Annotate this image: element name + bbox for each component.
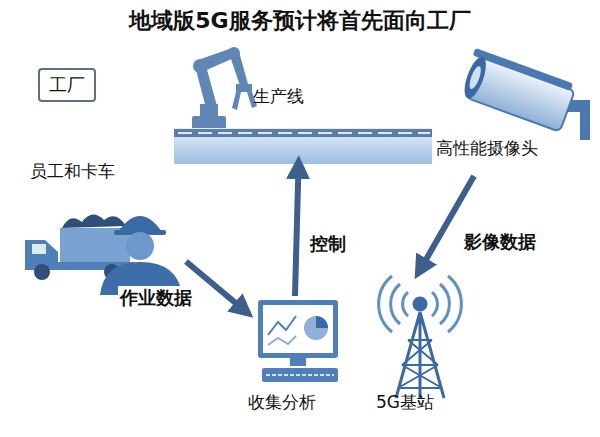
base-station-node: 5G基站 <box>368 270 472 420</box>
robot-arm <box>192 47 257 130</box>
node-label: 工厂 <box>40 70 94 100</box>
node-label: 高性能摄像头 <box>436 138 538 158</box>
base-station <box>379 276 462 398</box>
arrow-connector <box>186 262 245 311</box>
factory-box: 工厂 <box>38 68 96 102</box>
node-label: 员工和卡车 <box>30 161 115 181</box>
arrow-connector <box>420 176 474 270</box>
node-label: 收集分析 <box>248 392 316 412</box>
edge-label: 作业数据 <box>118 286 194 310</box>
production-line: 生产线 <box>165 50 432 166</box>
camera <box>458 48 590 140</box>
truck-worker <box>25 214 182 295</box>
workers-node: 员工和卡车 <box>20 155 186 297</box>
camera-node: 高性能摄像头 <box>434 58 594 176</box>
conveyor <box>174 128 432 164</box>
node-label: 生产线 <box>253 86 304 106</box>
computer <box>258 300 338 382</box>
edge-label: 影像数据 <box>462 230 538 254</box>
edge-label: 控制 <box>308 232 348 256</box>
node-label: 5G基站 <box>376 392 434 412</box>
analysis-node: 收集分析 <box>245 296 345 420</box>
arrow-connector <box>295 166 299 296</box>
title: 地域版5G服务预计将首先面向工厂 <box>0 6 600 36</box>
